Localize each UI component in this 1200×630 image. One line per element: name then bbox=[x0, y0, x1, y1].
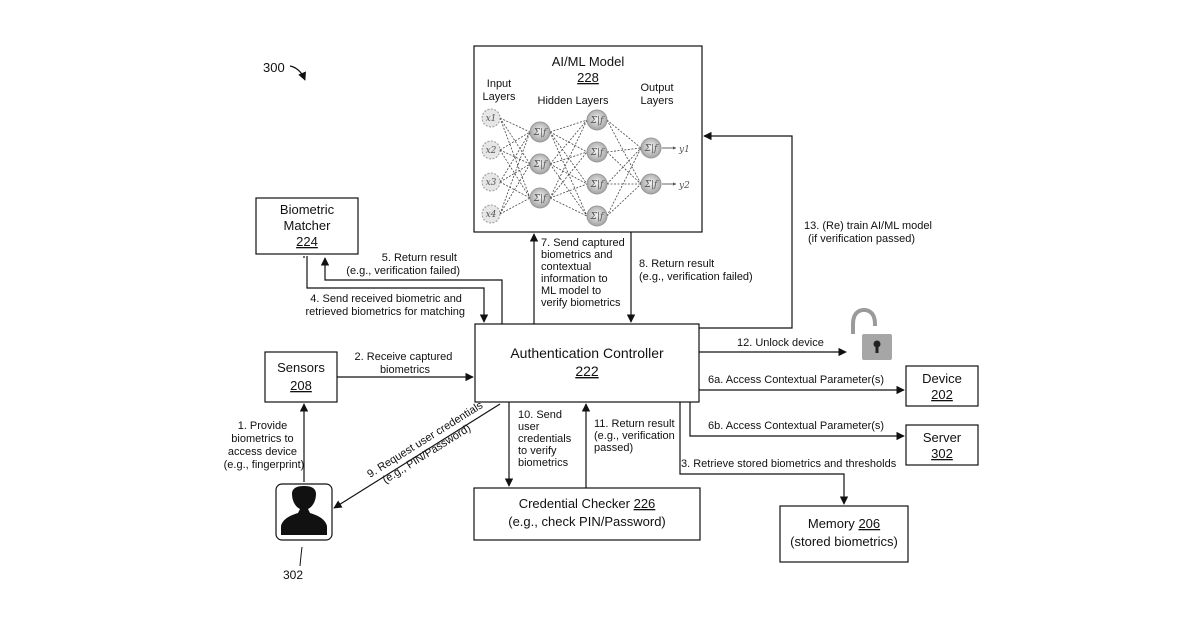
edge-11-label: 11. Return result (e.g., verification pa… bbox=[594, 418, 678, 454]
edge-13-label: 13. (Re) train AI/ML model (if verificat… bbox=[804, 220, 935, 245]
server-title: Server bbox=[923, 430, 962, 445]
memory-node: Memory 206 (stored biometrics) bbox=[780, 506, 908, 562]
output-layers-label: Output bbox=[640, 82, 673, 94]
biometric-matcher-node: Biometric Matcher 224 bbox=[256, 198, 358, 254]
output-layers-label-2: Layers bbox=[640, 95, 674, 107]
figure-ref-arrow bbox=[290, 66, 305, 80]
nn-neuron-symbol: Σ|f bbox=[644, 180, 659, 190]
device-ref: 202 bbox=[931, 387, 953, 402]
edge-4-label: 4. Send received biometric and retrieved… bbox=[305, 293, 465, 318]
edge-3-label: 3. Retrieve stored biometrics and thresh… bbox=[681, 458, 897, 470]
nn-neuron-symbol: Σ|f bbox=[590, 116, 605, 126]
ai-ml-model-ref: 228 bbox=[577, 70, 599, 85]
server-ref: 302 bbox=[931, 446, 953, 461]
edge-1-label: 1. Provide biometrics to access device (… bbox=[224, 420, 305, 471]
user-person-icon bbox=[276, 484, 332, 540]
edge-9-label: 9. Request user credentials (e.g., PIN/P… bbox=[365, 398, 494, 492]
device-title: Device bbox=[922, 371, 962, 386]
edge-10-label: 10. Send user credentials to verify biom… bbox=[518, 409, 574, 469]
edge-12-label: 12. Unlock device bbox=[737, 337, 824, 349]
authentication-controller-ref: 222 bbox=[575, 363, 599, 379]
nn-output-label: y1 bbox=[678, 145, 690, 155]
person-ref: 302 bbox=[283, 568, 303, 582]
edge-6a-label: 6a. Access Contextual Parameter(s) bbox=[708, 374, 884, 386]
nn-input-label: x4 bbox=[486, 210, 497, 220]
edge-7-label: 7. Send captured biometrics and contextu… bbox=[541, 237, 628, 309]
memory-title: Memory 206 bbox=[808, 516, 880, 531]
edge-3-arrow bbox=[680, 402, 844, 504]
device-node: Device 202 bbox=[906, 366, 978, 406]
biometric-matcher-ref: 224 bbox=[296, 234, 318, 249]
edge-8-label: 8. Return result (e.g., verification fai… bbox=[639, 258, 753, 283]
nn-neuron-symbol: Σ|f bbox=[533, 194, 548, 204]
input-layers-label: Input bbox=[487, 78, 511, 90]
authentication-controller-title: Authentication Controller bbox=[510, 345, 664, 361]
authentication-controller-node: Authentication Controller 222 bbox=[475, 324, 699, 402]
biometric-matcher-title-2: Matcher bbox=[284, 218, 332, 233]
nn-neuron-symbol: Σ|f bbox=[590, 212, 605, 222]
sensors-ref: 208 bbox=[290, 378, 312, 393]
nn-input-label: x1 bbox=[486, 114, 497, 124]
nn-neuron-symbol: Σ|f bbox=[644, 144, 659, 154]
nn-input-label: x3 bbox=[486, 178, 497, 188]
person-ref-leader bbox=[300, 547, 302, 566]
ai-ml-model-title: AI/ML Model bbox=[552, 54, 625, 69]
server-node: Server 302 bbox=[906, 425, 978, 465]
nn-neuron-symbol: Σ|f bbox=[590, 148, 605, 158]
edge-5-label: 5. Return result (e.g., verification fai… bbox=[346, 252, 460, 277]
nn-output-label: y2 bbox=[678, 181, 690, 191]
sensors-title: Sensors bbox=[277, 360, 325, 375]
edge-2-label: 2. Receive captured biometrics bbox=[355, 351, 456, 376]
figure-ref: 300 bbox=[263, 60, 285, 75]
hidden-layers-label: Hidden Layers bbox=[538, 95, 609, 107]
edge-6b-label: 6b. Access Contextual Parameter(s) bbox=[708, 420, 884, 432]
edge-13-arrow bbox=[699, 136, 792, 328]
credential-checker-title: Credential Checker 226 bbox=[519, 496, 656, 511]
nn-neuron-symbol: Σ|f bbox=[590, 180, 605, 190]
credential-checker-node: Credential Checker 226 (e.g., check PIN/… bbox=[474, 488, 700, 540]
memory-subtitle: (stored biometrics) bbox=[790, 534, 898, 549]
credential-checker-subtitle: (e.g., check PIN/Password) bbox=[508, 514, 666, 529]
sensors-node: Sensors 208 bbox=[265, 352, 337, 402]
unlock-padlock-icon bbox=[853, 310, 892, 360]
biometric-matcher-title-1: Biometric bbox=[280, 202, 335, 217]
nn-input-label: x2 bbox=[486, 146, 497, 156]
nn-neuron-symbol: Σ|f bbox=[533, 160, 548, 170]
input-layers-label-2: Layers bbox=[482, 91, 516, 103]
nn-neuron-symbol: Σ|f bbox=[533, 128, 548, 138]
ai-ml-model-node: AI/ML Model 228 Input Layers Hidden Laye… bbox=[474, 46, 702, 232]
